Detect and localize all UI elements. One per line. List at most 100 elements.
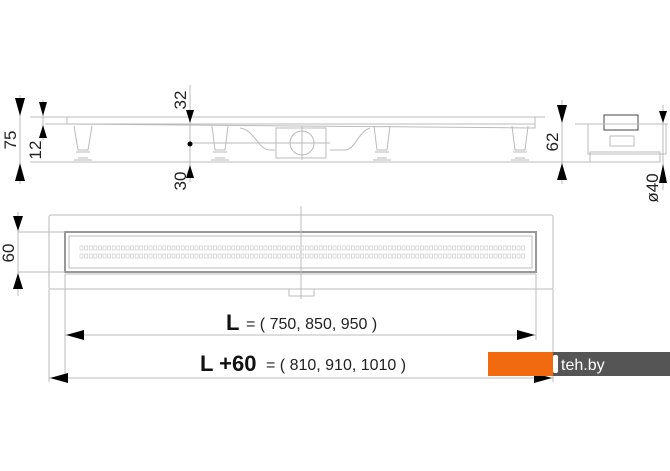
- grate-slots: [79, 245, 525, 259]
- grate-slot: [236, 245, 240, 251]
- grate-slot: [410, 253, 415, 259]
- grate-slot: [295, 245, 300, 251]
- grate-slot: [305, 253, 309, 259]
- grate-slot: [475, 253, 479, 259]
- grate-slot: [498, 245, 502, 251]
- grate-slot: [190, 245, 194, 251]
- grate-slot: [125, 253, 130, 259]
- grate-slot: [98, 245, 102, 251]
- grate-slot: [231, 245, 236, 251]
- grate-slot: [185, 245, 190, 251]
- grate-slot: [415, 253, 420, 259]
- grate-slot: [323, 245, 328, 251]
- grate-slot: [479, 245, 484, 251]
- grate-slot: [134, 253, 139, 259]
- grate-slot: [199, 245, 203, 251]
- grate-slot: [93, 253, 98, 259]
- grate-slot: [401, 253, 406, 259]
- grate-slot: [433, 253, 438, 259]
- grate-slot: [254, 253, 259, 259]
- grate-slot: [470, 253, 475, 259]
- total-length-values: = ( 810, 910, 1010 ): [266, 357, 406, 374]
- grate-slot: [259, 245, 263, 251]
- grate-slot: [240, 245, 245, 251]
- dimension-62: 62: [543, 100, 567, 184]
- grate-slot: [282, 245, 286, 251]
- grate-slot: [148, 253, 153, 259]
- grate-slot: [194, 253, 199, 259]
- grate-slot: [231, 253, 236, 259]
- grate-slot: [341, 253, 346, 259]
- grate-slot: [516, 253, 521, 259]
- grate-slot: [157, 245, 162, 251]
- grate-slot: [144, 253, 148, 259]
- grate-slot: [213, 245, 217, 251]
- grate-slot: [387, 245, 392, 251]
- grate-slot: [222, 245, 226, 251]
- grate-slot: [346, 253, 351, 259]
- grate-slot: [305, 245, 309, 251]
- grate-slot: [268, 245, 272, 251]
- grate-slot: [424, 253, 429, 259]
- grate-slot: [98, 253, 102, 259]
- dimension-label: 60: [0, 244, 18, 263]
- grate-slot: [489, 245, 493, 251]
- grate-slot: [217, 245, 222, 251]
- grate-slot: [351, 245, 355, 251]
- grate-slot: [332, 253, 337, 259]
- grate-slot: [245, 245, 249, 251]
- grate-slot: [93, 245, 98, 251]
- grate-slot: [88, 245, 93, 251]
- grate-slot: [190, 253, 194, 259]
- grate-slot: [452, 245, 456, 251]
- dimension-12: 12: [26, 100, 47, 159]
- grate-slot: [502, 253, 507, 259]
- grate-slot: [318, 253, 323, 259]
- grate-slot: [272, 245, 277, 251]
- grate-slot: [383, 253, 387, 259]
- grate-slot: [328, 245, 332, 251]
- grate-slot: [102, 245, 107, 251]
- grate-slot: [111, 253, 116, 259]
- dimension-label: 32: [171, 91, 190, 110]
- grate-slot: [360, 253, 364, 259]
- dimension-label: 62: [543, 133, 562, 152]
- grate-slot: [374, 245, 378, 251]
- grate-slot: [157, 253, 162, 259]
- grate-slot: [167, 245, 171, 251]
- grate-slot: [332, 245, 337, 251]
- grate-slot: [291, 245, 295, 251]
- grate-slot: [116, 245, 121, 251]
- grate-slot: [461, 253, 466, 259]
- grate-slot: [268, 253, 272, 259]
- grate-slot: [148, 245, 153, 251]
- dimension-length: L = ( 750, 850, 950 ): [65, 310, 536, 340]
- grate-slot: [263, 245, 268, 251]
- dimension-32-30: 32 30: [171, 85, 194, 190]
- grate-slot: [466, 253, 470, 259]
- grate-slot: [433, 245, 438, 251]
- grate-slot: [314, 253, 318, 259]
- grate-slot: [383, 245, 387, 251]
- end-view: [575, 114, 668, 163]
- grate-slot: [300, 245, 305, 251]
- grate-slot: [378, 253, 383, 259]
- grate-slot: [277, 253, 282, 259]
- grate-slot: [153, 253, 157, 259]
- grate-slot: [351, 253, 355, 259]
- grate-slot: [84, 253, 88, 259]
- grate-slot: [521, 253, 525, 259]
- grate-slot: [107, 245, 111, 251]
- grate-slot: [254, 245, 259, 251]
- grate-slot: [461, 245, 466, 251]
- grate-slot: [102, 253, 107, 259]
- grate-slot: [153, 245, 157, 251]
- grate-slot: [245, 253, 249, 259]
- watermark-text: teh.by: [561, 357, 605, 374]
- grate-slot: [130, 253, 134, 259]
- grate-slot: [447, 245, 452, 251]
- grate-slot: [452, 253, 456, 259]
- length-symbol: L: [226, 310, 239, 335]
- grate-slot: [272, 253, 277, 259]
